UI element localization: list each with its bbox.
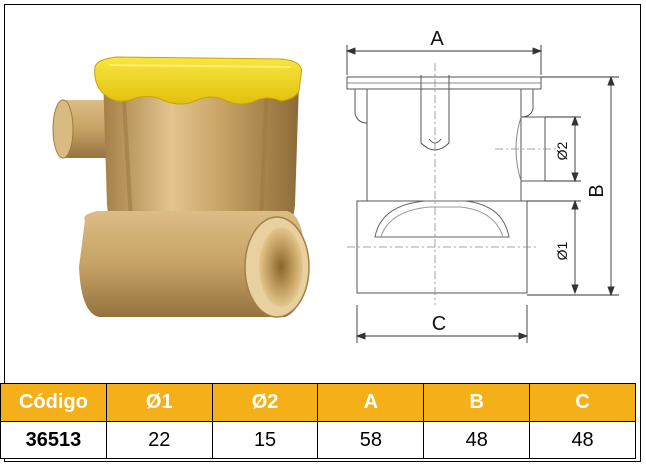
specs-table: Código Ø1 Ø2 A B C 36513 22 15 58 48 48 bbox=[0, 383, 636, 459]
specs-header-row: Código Ø1 Ø2 A B C bbox=[0, 383, 636, 422]
cell-d2: 15 bbox=[211, 421, 319, 459]
pipe-bore-inner bbox=[259, 227, 303, 307]
dim-d1-label: Ø1 bbox=[554, 241, 570, 260]
cell-code: 36513 bbox=[0, 421, 107, 459]
header-c: C bbox=[529, 383, 636, 422]
side-inlet bbox=[61, 100, 113, 158]
technical-drawing: A C B Ø2 Ø1 bbox=[345, 28, 619, 343]
dim-b-label: B bbox=[586, 184, 608, 197]
cell-b: 48 bbox=[423, 421, 531, 459]
header-b: B bbox=[423, 383, 531, 422]
cell-d1: 22 bbox=[105, 421, 213, 459]
header-a: A bbox=[317, 383, 425, 422]
dim-d2-label: Ø2 bbox=[554, 141, 570, 160]
yellow-cap bbox=[94, 56, 303, 105]
header-d1: Ø1 bbox=[105, 383, 213, 422]
table-row: 36513 22 15 58 48 48 bbox=[0, 421, 636, 459]
product-photo: stn bbox=[52, 56, 310, 318]
drawing-chamber bbox=[374, 200, 510, 238]
dim-a-label: A bbox=[430, 28, 444, 50]
header-code: Código bbox=[0, 383, 107, 422]
fitting-body bbox=[102, 65, 300, 237]
product-sheet: stn bbox=[4, 4, 641, 462]
drawing-body bbox=[366, 89, 522, 201]
cell-a: 58 bbox=[317, 421, 425, 459]
header-d2: Ø2 bbox=[211, 383, 319, 422]
side-inlet-face bbox=[52, 99, 74, 159]
dim-c-label: C bbox=[432, 313, 446, 335]
product-image-area: stn bbox=[5, 5, 640, 378]
cell-c: 48 bbox=[529, 421, 636, 459]
